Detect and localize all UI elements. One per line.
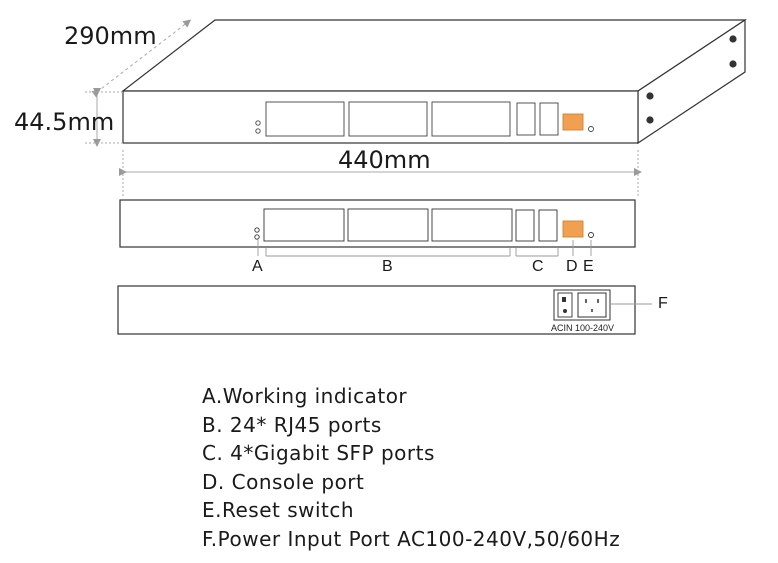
rj45-port-group	[265, 101, 345, 137]
legend-item-b: B. 24* RJ45 ports	[202, 412, 382, 437]
sfp-port	[539, 102, 559, 136]
sfp-port	[515, 209, 535, 242]
power-label: ACIN 100-240V	[551, 323, 615, 333]
rack-hole	[646, 116, 654, 124]
power-input-module	[553, 289, 611, 321]
rj45-port-group	[263, 208, 345, 242]
width-label: 440mm	[338, 146, 431, 174]
power-socket	[577, 292, 607, 318]
front-panel-view	[119, 199, 636, 248]
legend-item-d: D. Console port	[202, 469, 365, 494]
status-led	[255, 120, 261, 126]
chassis-front-face	[122, 90, 639, 144]
status-led	[255, 128, 261, 134]
callout-f: F	[658, 295, 668, 312]
status-led	[254, 227, 260, 233]
depth-label: 290mm	[64, 22, 157, 50]
chassis-top-face	[121, 19, 747, 92]
legend-item-e: E.Reset switch	[202, 498, 355, 522]
callout-b: B	[382, 258, 393, 275]
rj45-port-group	[347, 208, 429, 242]
console-port	[562, 220, 584, 238]
height-dimension	[85, 88, 123, 147]
legend-item-a: A.Working indicator	[202, 384, 408, 408]
callout-leaders	[257, 240, 592, 257]
legend-item-c: C. 4*Gigabit SFP ports	[202, 441, 435, 465]
rear-panel-outline	[117, 285, 636, 335]
width-dimension	[119, 150, 642, 196]
legend: A.Working indicator B. 24* RJ45 ports C.…	[202, 382, 620, 553]
rack-hole	[729, 60, 737, 68]
callout-c: C	[532, 258, 544, 275]
console-port	[562, 113, 584, 131]
rj45-port-group	[431, 208, 513, 242]
front-panel-outline	[119, 199, 636, 248]
rear-panel-view	[117, 285, 652, 335]
depth-dimension	[91, 19, 192, 98]
rj45-port-group	[348, 101, 428, 137]
rack-hole	[646, 92, 654, 100]
front-panel-top	[255, 101, 594, 137]
power-switch	[557, 292, 573, 318]
callout-e: E	[583, 258, 594, 275]
rj45-port-group	[431, 101, 511, 137]
height-label: 44.5mm	[14, 108, 115, 136]
chassis-3d-view	[121, 18, 747, 145]
rack-hole	[729, 35, 737, 43]
sfp-port	[538, 209, 558, 242]
sfp-port	[516, 102, 536, 136]
status-led	[254, 234, 260, 240]
reset-switch	[588, 232, 594, 238]
callout-a: A	[252, 258, 263, 275]
legend-item-f: F.Power Input Port AC100-240V,50/60Hz	[202, 526, 621, 551]
reset-switch	[588, 126, 594, 132]
callout-d: D	[566, 258, 578, 275]
